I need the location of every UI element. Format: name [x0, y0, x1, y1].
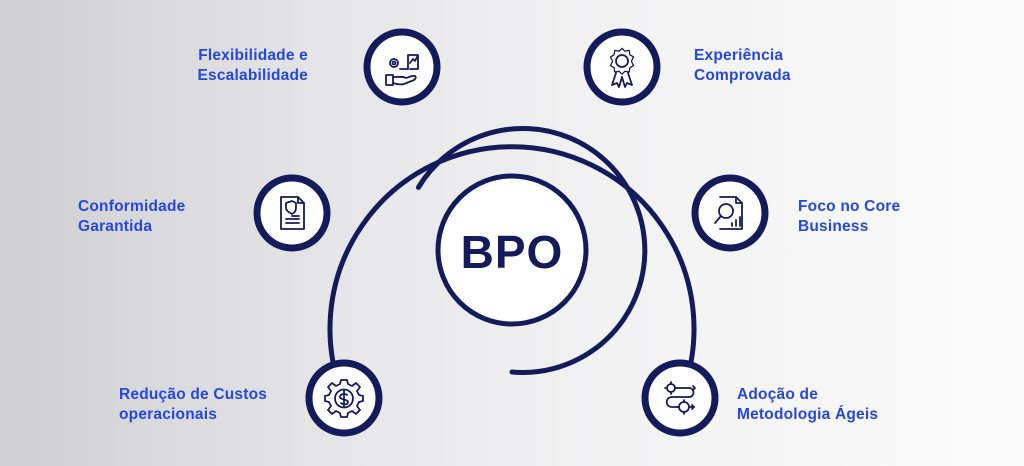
- label-experiencia-line2: Comprovada: [694, 67, 791, 84]
- label-experiencia-line1: Experiência: [694, 47, 784, 64]
- label-adocao-line1: Adoção de: [737, 386, 819, 403]
- label-flexibilidade-line1: Flexibilidade e: [198, 47, 308, 64]
- node-adocao: [641, 359, 719, 437]
- hand-growth-icon: [385, 54, 419, 86]
- agile-workflow-icon: [664, 381, 696, 415]
- award-badge-icon: [609, 47, 635, 88]
- label-conformidade: Conformidade Garantida: [78, 197, 185, 237]
- compliance-document-icon: [280, 196, 305, 230]
- center-label: BPO: [461, 226, 564, 278]
- label-reducao: Redução de Custos operacionais: [119, 385, 267, 425]
- label-conformidade-line1: Conformidade: [78, 198, 186, 215]
- center-circle: [435, 173, 589, 327]
- label-conformidade-line2: Garantida: [78, 218, 153, 235]
- label-flexibilidade: Flexibilidade e Escalabilidade: [198, 46, 309, 86]
- label-experiencia: Experiência Comprovada: [694, 46, 791, 86]
- cost-gear-icon: [324, 379, 364, 418]
- label-foco: Foco no Core Business: [798, 197, 900, 237]
- label-reducao-line1: Redução de Custos: [119, 386, 268, 403]
- outer-arc: [327, 144, 697, 396]
- node-conformidade: [253, 174, 331, 252]
- node-flexibilidade: [363, 28, 441, 106]
- label-foco-line2: Business: [798, 218, 869, 235]
- label-flexibilidade-line2: Escalabilidade: [197, 67, 308, 84]
- label-adocao: Adoção de Metodologia Ágeis: [737, 385, 878, 425]
- node-foco: [691, 174, 769, 252]
- document-search-icon: [714, 196, 743, 230]
- node-experiencia: [583, 28, 661, 106]
- inner-arc: [415, 126, 648, 375]
- node-reducao: [305, 359, 383, 437]
- label-reducao-line2: operacionais: [119, 406, 218, 423]
- label-adocao-line2: Metodologia Ágeis: [737, 406, 879, 423]
- label-foco-line1: Foco no Core: [798, 198, 901, 215]
